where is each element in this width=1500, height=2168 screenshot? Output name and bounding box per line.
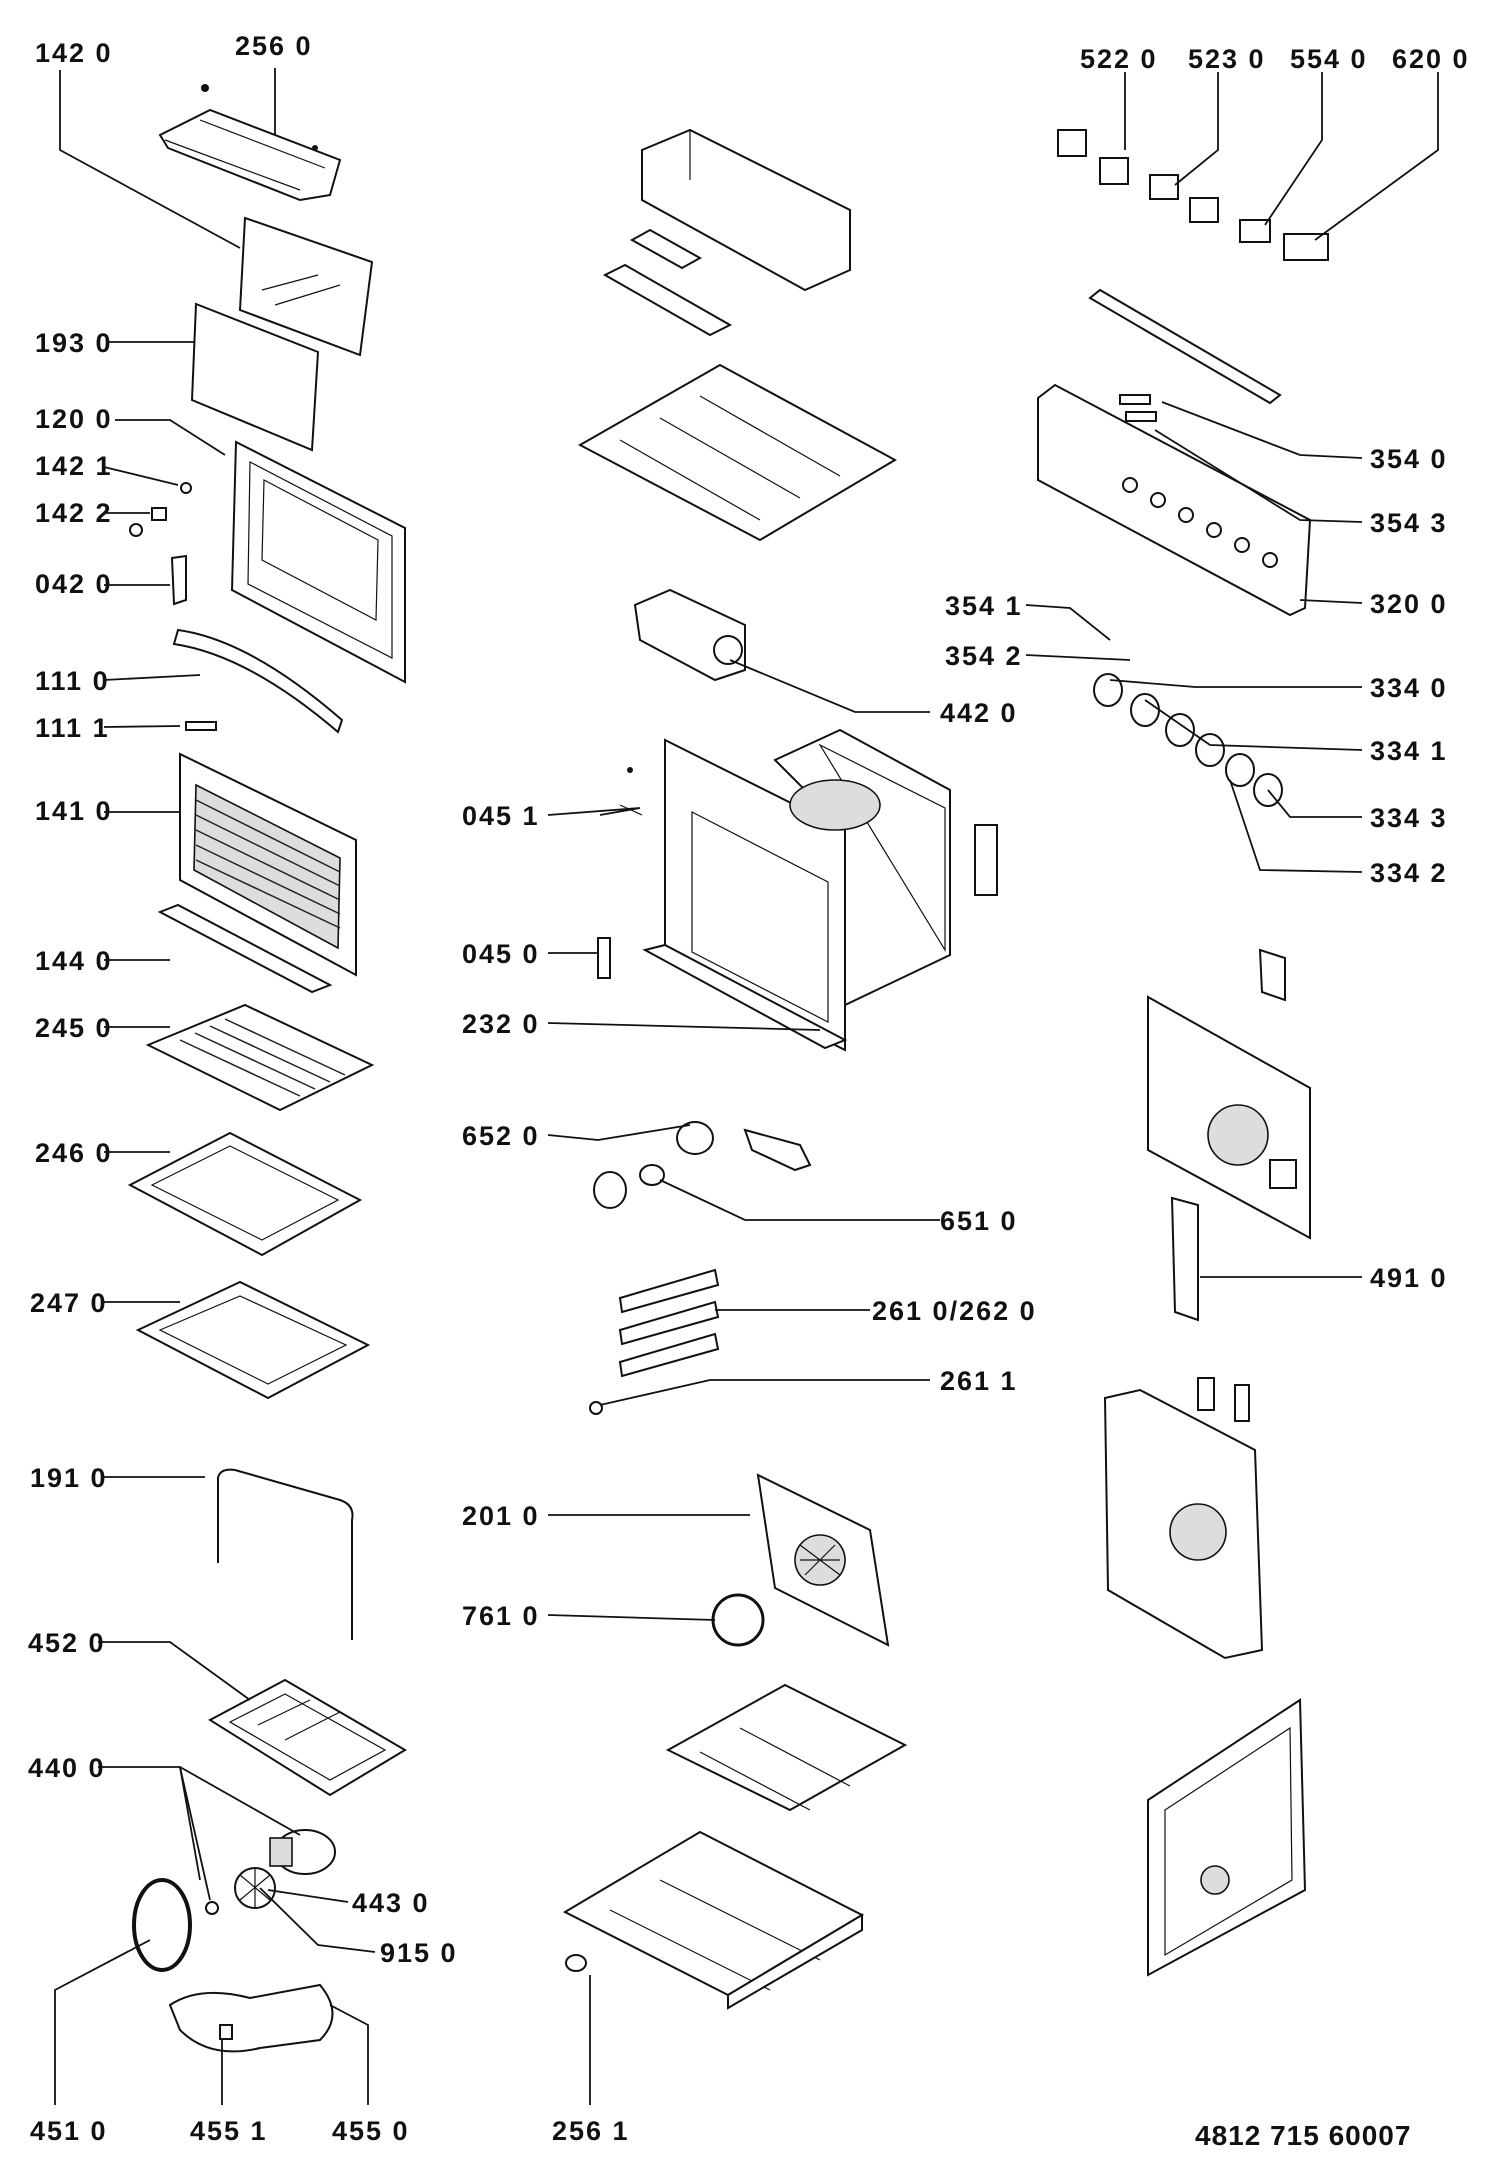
label-5220: 522 0 [1080,44,1158,74]
part-rear-cover [1147,1698,1307,1977]
part-control-strip [1088,288,1282,405]
part-door-glass [190,302,320,452]
part-small-parts-right [1197,1377,1250,1422]
part-labels: 142 0 256 0 193 0 120 0 142 1 142 2 042 … [28,31,1470,2151]
label-3342: 334 2 [1370,858,1448,888]
label-1910: 191 0 [30,1463,108,1493]
part-door-clips [129,482,192,606]
part-fan-gasket [711,1593,765,1647]
label-4910: 491 0 [1370,1263,1448,1293]
part-top-trim [158,84,342,202]
label-3542: 354 2 [945,641,1023,671]
part-rear-panel [1147,948,1311,1240]
label-3541: 354 1 [945,591,1023,621]
label-1930: 193 0 [35,328,113,358]
label-1422: 142 2 [35,498,113,528]
label-2561: 256 1 [552,2116,630,2146]
label-2470: 247 0 [30,1288,108,1318]
part-nut [205,1901,219,1915]
label-5230: 523 0 [1188,44,1266,74]
part-fan-motor [269,1829,336,1875]
label-3540: 354 0 [1370,444,1448,474]
part-oven-cavity [642,728,998,1052]
part-panel-buttons [1119,394,1157,422]
part-lamp-housing [633,588,746,682]
label-0450: 045 0 [462,939,540,969]
label-3340: 334 0 [1370,673,1448,703]
part-fan-cover [756,1473,890,1647]
part-grill-rack [145,1003,375,1112]
part-hinge-pin [597,937,611,979]
part-heating-element [208,1678,407,1797]
part-switches [1057,129,1329,261]
part-door-frame [230,440,406,684]
label-2010: 201 0 [462,1501,540,1531]
part-screw [627,767,633,773]
label-7610: 761 0 [462,1601,540,1631]
part-handle-pin [185,721,217,731]
part-door-seal [217,1468,354,1640]
part-top-cover [641,128,851,292]
part-door-handle [172,628,344,734]
part-fan-blade [234,1867,276,1909]
part-bottom-element [168,1983,334,2053]
part-baking-tray [127,1131,363,1257]
label-6520: 652 0 [462,1121,540,1151]
part-element-clip [219,2024,233,2040]
part-shelf-runners [618,1268,720,1378]
part-runner-screw [589,1401,603,1415]
part-top-plate [577,363,898,542]
part-control-panel [1037,383,1312,617]
label-1440: 144 0 [35,946,113,976]
label-1110: 111 0 [35,666,110,696]
label-3200: 320 0 [1370,589,1448,619]
label-2460: 246 0 [35,1138,113,1168]
label-1200: 120 0 [35,404,113,434]
label-1420: 142 0 [35,38,113,68]
part-bottom-strip [157,903,333,994]
label-6200: 620 0 [1392,44,1470,74]
part-lamp [593,1121,714,1209]
label-2610: 261 0/262 0 [872,1296,1037,1326]
part-drip-tray [135,1280,371,1400]
part-side-bracket [1103,1388,1264,1660]
label-0420: 042 0 [35,569,113,599]
part-control-knobs [1093,673,1283,807]
label-4520: 452 0 [28,1628,106,1658]
part-top-brackets [602,228,733,337]
label-1111: 111 1 [35,713,110,743]
label-4430: 443 0 [352,1888,430,1918]
label-2450: 245 0 [35,1013,113,1043]
label-4550: 455 0 [332,2116,410,2146]
label-0451: 045 1 [462,801,540,831]
part-ring-element [132,1878,192,1972]
label-2611: 261 1 [940,1366,1018,1396]
part-bottom-plate [562,1830,865,2010]
document-number: 4812 715 60007 [1195,2120,1411,2151]
part-terminal-block [1170,1196,1199,1322]
label-9150: 915 0 [380,1938,458,1968]
label-2320: 232 0 [462,1009,540,1039]
leader-lines [54,68,1439,2105]
label-1421: 142 1 [35,451,113,481]
part-outer-door-panel [179,752,357,977]
label-3341: 334 1 [1370,736,1448,766]
label-4420: 442 0 [940,698,1018,728]
label-4510: 451 0 [30,2116,108,2146]
label-6510: 651 0 [940,1206,1018,1236]
label-2560: 256 0 [235,31,313,61]
label-4551: 455 1 [190,2116,268,2146]
label-4400: 440 0 [28,1753,106,1783]
part-side-plate [665,1683,908,1812]
label-3543: 354 3 [1370,508,1448,538]
part-lamp-bracket [743,1128,812,1172]
label-5540: 554 0 [1290,44,1368,74]
label-3343: 334 3 [1370,803,1448,833]
label-1410: 141 0 [35,796,113,826]
part-inner-glass [238,216,374,357]
part-foot [565,1954,587,1972]
